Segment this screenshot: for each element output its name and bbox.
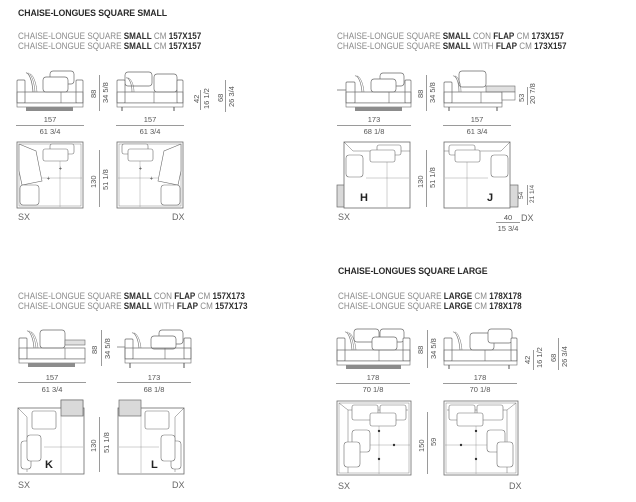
depth-in: 51 1/8 [101, 169, 110, 190]
plan-view-dx: + + [116, 141, 184, 209]
svg-text:+: + [59, 166, 63, 172]
width-cm-left: 173 [367, 115, 381, 124]
model-line-italian: CHAISE-LONGUE SQUARE LARGE CM 178X178 [338, 291, 522, 301]
flap-height-in: 20 7/8 [528, 83, 537, 104]
model-line-english: CHAISE-LONGUE SQUARE SMALL WITH FLAP CM … [18, 301, 248, 311]
model-line-english: CHAISE-LONGUE SQUARE SMALL WITH FLAP CM … [337, 41, 567, 51]
width-in-right: 61 3/4 [466, 127, 488, 136]
height-cm: 88 [416, 89, 425, 98]
depth-cm: 130 [89, 439, 98, 452]
front-view-sofa-right [116, 71, 184, 111]
seat-height-in: 16 1/2 [535, 347, 544, 368]
back-height-in: 26 3/4 [560, 346, 569, 367]
seat-height-cm: 42 [523, 355, 532, 364]
height-cm: 88 [90, 345, 99, 354]
svg-text:+: + [150, 176, 154, 182]
width-in-right: 70 1/8 [469, 385, 491, 394]
plan-view-sx: + + [16, 141, 84, 209]
flap-depth-in: 21 1/4 [529, 184, 536, 203]
model-line-italian: CHAISE-LONGUE SQUARE SMALL CON FLAP CM 1… [337, 31, 564, 41]
width-in-left: 61 3/4 [39, 127, 61, 136]
plan-view-large-sx [336, 400, 412, 476]
svg-text:+: + [47, 176, 51, 182]
seat-height-cm: 42 [192, 94, 201, 103]
section-title-large: CHAISE-LONGUES SQUARE LARGE [338, 266, 488, 277]
section-title-small: CHAISE-LONGUES SQUARE SMALL [18, 8, 168, 19]
label-dx: DX [172, 480, 185, 490]
plan-view-k [17, 399, 85, 475]
width-in-right: 61 3/4 [139, 127, 161, 136]
label-sx: SX [338, 481, 351, 491]
label-dx: DX [509, 481, 522, 491]
height-cm: 88 [416, 345, 425, 354]
flap-width-cm: 40 [503, 213, 513, 222]
flap-depth-cm: 54 [518, 191, 525, 199]
depth-cm: 130 [416, 175, 425, 188]
label-sx: SX [338, 212, 351, 222]
model-line-english: CHAISE-LONGUE SQUARE LARGE CM 178X178 [338, 301, 522, 311]
model-line-italian: CHAISE-LONGUE SQUARE SMALL CON FLAP CM 1… [18, 291, 245, 301]
width-cm-left: 157 [43, 115, 57, 124]
front-view-sofa-left [16, 70, 84, 111]
width-cm-right: 178 [473, 373, 487, 382]
width-cm-left: 178 [366, 373, 380, 382]
height-in: 34 5/8 [103, 338, 112, 359]
model-letter-j: J [487, 192, 494, 204]
plan-view-j [443, 141, 519, 209]
label-sx: SX [18, 480, 31, 490]
back-height-cm: 68 [549, 353, 558, 362]
back-height-in: 26 3/4 [227, 86, 236, 107]
plan-view-h [336, 141, 411, 209]
width-cm-right: 157 [143, 115, 157, 124]
width-cm-left: 157 [45, 373, 59, 382]
model-letter-h: H [360, 192, 368, 204]
front-view-sofa-left [336, 328, 411, 369]
height-in: 34 5/8 [428, 82, 437, 103]
front-view-sofa-left [18, 329, 86, 367]
depth-in: 51 1/8 [102, 432, 111, 453]
height-cm: 88 [89, 89, 98, 98]
flap-width-in: 15 3/4 [497, 224, 519, 233]
model-line-english: CHAISE-LONGUE SQUARE SMALL CM 157X157 [18, 41, 202, 51]
height-in: 34 5/8 [101, 82, 110, 103]
front-view-sofa-right [443, 328, 518, 369]
front-view-sofa-right [117, 329, 192, 368]
plan-view-l [117, 399, 185, 475]
label-dx: DX [172, 212, 185, 222]
depth-in: 51 1/8 [428, 167, 437, 188]
width-in-left: 61 3/4 [41, 385, 63, 394]
svg-text:+: + [139, 166, 143, 172]
width-in-left: 68 1/8 [363, 127, 385, 136]
model-letter-l: L [151, 459, 158, 471]
width-in-right: 68 1/8 [143, 385, 165, 394]
width-cm-right: 173 [147, 373, 161, 382]
model-letter-k: K [45, 459, 53, 471]
label-sx: SX [18, 212, 31, 222]
front-view-sofa-left [337, 72, 412, 111]
flap-height-cm: 53 [517, 93, 526, 102]
front-view-sofa-right [443, 70, 516, 111]
height-in: 34 5/8 [429, 338, 438, 359]
label-dx: DX [521, 213, 534, 223]
model-line-italian: CHAISE-LONGUE SQUARE SMALL CM 157X157 [18, 31, 202, 41]
depth-cm: 150 [417, 439, 426, 452]
back-height-cm: 68 [216, 93, 225, 102]
depth-in: 59 [429, 437, 438, 446]
seat-height-in: 16 1/2 [202, 88, 211, 109]
width-cm-right: 157 [470, 115, 484, 124]
width-in-left: 70 1/8 [362, 385, 384, 394]
depth-cm: 130 [89, 175, 98, 188]
plan-view-large-dx [443, 400, 519, 476]
